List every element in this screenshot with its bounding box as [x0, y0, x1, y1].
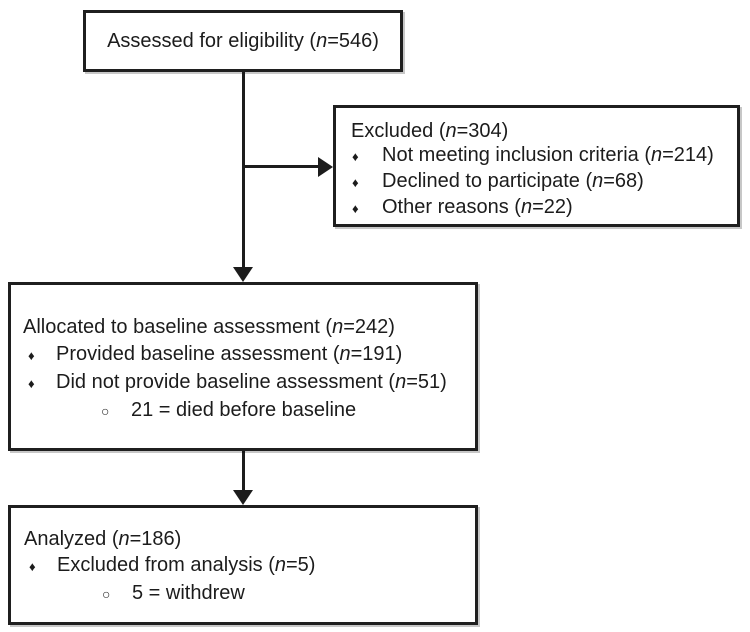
n-italic: n: [118, 528, 130, 550]
diamond-bullet-icon: ♦: [28, 376, 35, 391]
connector-to-excluded: [243, 165, 319, 168]
label-text: =214): [662, 144, 714, 166]
box-eligibility: Assessed for eligibility (n=546): [83, 10, 403, 72]
label-text: =304): [456, 120, 509, 142]
excluded-title: Excluded (n=304): [351, 119, 731, 143]
excluded-bullet-not-meeting: ♦ Not meeting inclusion criteria (n=214): [351, 143, 731, 169]
label-text: Excluded (n=304): [351, 119, 508, 143]
n-italic: n: [274, 554, 286, 576]
diamond-bullet-icon: ♦: [352, 175, 359, 190]
label-text: Allocated to baseline assessment (n=242): [23, 314, 395, 341]
label-text: Not meeting inclusion criteria (n=214): [382, 143, 714, 167]
label-text: =22): [532, 196, 573, 218]
excluded-bullet-other: ♦ Other reasons (n=22): [351, 195, 731, 221]
diamond-bullet-icon: ♦: [352, 149, 359, 164]
label-text: =186): [129, 528, 182, 550]
label-text: Allocated to baseline assessment (: [23, 316, 333, 338]
label-text: =51): [406, 371, 447, 393]
n-italic: n: [651, 144, 663, 166]
label-text: =546): [327, 29, 379, 52]
diamond-bullet-icon: ♦: [352, 201, 359, 216]
diamond-bullet-icon: ♦: [29, 559, 36, 574]
label-text: Provided baseline assessment (n=191): [56, 341, 402, 368]
circle-bullet-icon: ○: [101, 403, 110, 419]
allocated-bullet-provided: ♦ Provided baseline assessment (n=191): [23, 341, 469, 369]
label-text: 5 = withdrew: [132, 582, 245, 604]
label-text: Other reasons (: [382, 196, 521, 218]
label-text: =5): [286, 554, 316, 576]
allocated-title: Allocated to baseline assessment (n=242): [23, 314, 469, 341]
label-text: =191): [350, 343, 403, 365]
n-italic: n: [316, 29, 328, 52]
label-text: Declined to participate (n=68): [382, 169, 644, 193]
n-italic: n: [592, 170, 604, 192]
eligibility-label: Assessed for eligibility (n=546): [107, 30, 379, 53]
label-text: Excluded from analysis (n=5): [57, 552, 315, 578]
analyzed-subbullet-withdrew: ○ 5 = withdrew: [24, 580, 469, 607]
label-text: Did not provide baseline assessment (: [56, 371, 396, 393]
n-italic: n: [395, 371, 407, 393]
circle-bullet-icon: ○: [102, 586, 111, 602]
analyzed-bullet-excluded: ♦ Excluded from analysis (n=5): [24, 552, 469, 580]
label-text: 21 = died before baseline: [131, 399, 357, 421]
label-text: Analyzed (: [24, 528, 119, 550]
label-text: Excluded from analysis (: [57, 554, 275, 576]
connector-allocated-to-analyzed: [242, 451, 245, 490]
n-italic: n: [339, 343, 351, 365]
down-arrowhead-icon: [233, 267, 253, 282]
n-italic: n: [332, 316, 344, 338]
connector-eligibility-to-allocated: [242, 72, 245, 267]
n-italic: n: [445, 120, 457, 142]
box-allocated: Allocated to baseline assessment (n=242)…: [8, 282, 478, 451]
label-text: =68): [603, 170, 644, 192]
right-arrowhead-icon: [318, 157, 333, 177]
label-text: Excluded (: [351, 120, 446, 142]
label-text: Declined to participate (: [382, 170, 593, 192]
label-text: Analyzed (n=186): [24, 526, 181, 552]
diamond-bullet-icon: ♦: [28, 348, 35, 363]
box-excluded: Excluded (n=304) ♦ Not meeting inclusion…: [333, 105, 740, 227]
box-analyzed: Analyzed (n=186) ♦ Excluded from analysi…: [8, 505, 478, 625]
label-text: =242): [343, 316, 395, 338]
allocated-bullet-not-provided: ♦ Did not provide baseline assessment (n…: [23, 369, 469, 397]
label-text: Assessed for eligibility (: [107, 29, 317, 52]
label-text: Did not provide baseline assessment (n=5…: [56, 369, 447, 396]
excluded-bullet-declined: ♦ Declined to participate (n=68): [351, 169, 731, 195]
label-text: Other reasons (n=22): [382, 195, 573, 219]
allocated-subbullet-died: ○ 21 = died before baseline: [23, 397, 469, 425]
label-text: Not meeting inclusion criteria (: [382, 144, 651, 166]
n-italic: n: [520, 196, 533, 218]
label-text: Provided baseline assessment (: [56, 343, 340, 365]
down-arrowhead-icon: [233, 490, 253, 505]
analyzed-title: Analyzed (n=186): [24, 526, 469, 552]
